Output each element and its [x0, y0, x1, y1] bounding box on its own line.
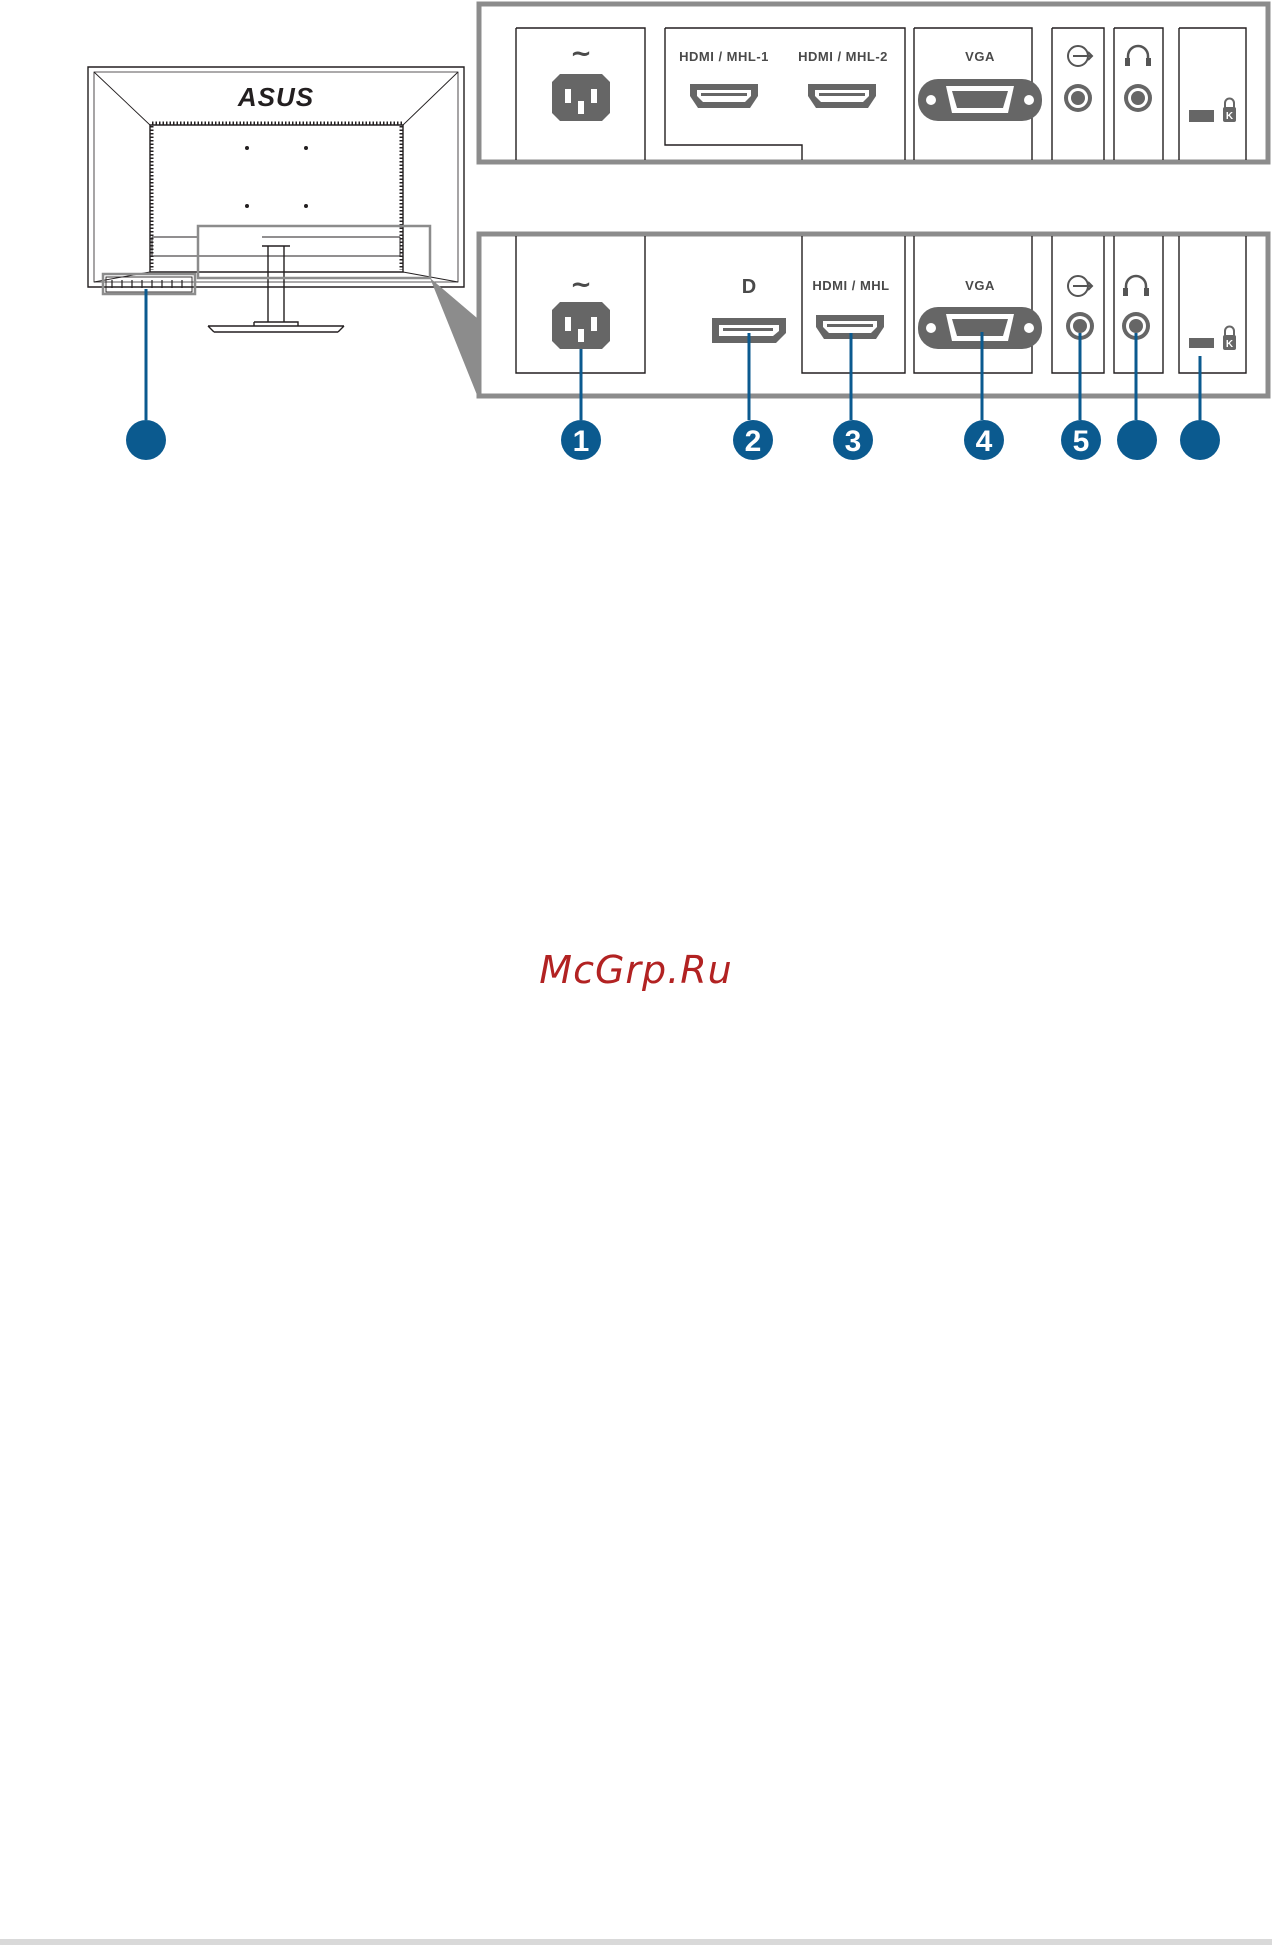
callout-0 — [126, 420, 166, 460]
audio-in-icon-top — [1068, 46, 1092, 66]
vga-port-top — [918, 79, 1042, 121]
callout-number: 1 — [573, 425, 590, 458]
page-bottom-rule — [0, 1939, 1272, 1945]
earphone-jack-top — [1124, 84, 1152, 112]
hdmi-mhl-1-label: HDMI / MHL-1 — [679, 49, 769, 64]
ac-power-port-top — [552, 74, 610, 121]
vga-label-bottom: VGA — [965, 278, 995, 293]
vga-port-bottom — [918, 307, 1042, 349]
displayport-logo: D — [742, 276, 756, 298]
hdmi-mhl-2-label: HDMI / MHL-2 — [798, 49, 888, 64]
callout-3: 3 — [833, 420, 873, 460]
ac-power-label-top: ~ — [570, 39, 592, 69]
callout-5: 5 — [1061, 420, 1101, 460]
audio-in-jack-top — [1064, 84, 1092, 112]
callout-circle — [1117, 420, 1157, 460]
vga-label-top: VGA — [965, 49, 995, 64]
mount-holes — [245, 146, 308, 208]
hdmi-mhl-label: HDMI / MHL — [812, 278, 889, 293]
kensington-lock-bottom: K — [1189, 327, 1236, 351]
callout-number: 4 — [976, 425, 993, 458]
hdmi-mhl-2-port — [808, 84, 876, 108]
connector-diagram: ASUS ~ HDMI / MHL-1 HDMI / MHL-2 — [0, 0, 1272, 470]
callout-number: 2 — [745, 425, 762, 458]
callout-leaders — [146, 289, 1200, 420]
svg-text:K: K — [1226, 339, 1234, 350]
asus-logo: ASUS — [237, 82, 314, 112]
callout-number: 5 — [1073, 425, 1090, 458]
ac-power-port-bottom — [552, 302, 610, 349]
headphone-icon-top — [1125, 46, 1151, 66]
callout-circle — [1180, 420, 1220, 460]
callout-7 — [1180, 420, 1220, 460]
zoom-connector — [430, 278, 477, 395]
svg-text:K: K — [1226, 111, 1234, 122]
stand-icon — [208, 246, 344, 332]
ac-power-label-bottom: ~ — [570, 270, 592, 300]
watermark: McGrp.Ru — [0, 948, 1272, 992]
callout-circle — [126, 420, 166, 460]
headphone-icon-bottom — [1123, 276, 1149, 296]
kensington-lock-top: K — [1189, 99, 1236, 123]
audio-in-icon-bottom — [1068, 276, 1092, 296]
callout-number: 3 — [845, 425, 862, 458]
callout-4: 4 — [964, 420, 1004, 460]
callout-6 — [1117, 420, 1157, 460]
monitor-back-panel — [150, 125, 403, 272]
io-highlight-box — [198, 226, 430, 278]
callout-2: 2 — [733, 420, 773, 460]
callout-1: 1 — [561, 420, 601, 460]
hdmi-mhl-1-port — [690, 84, 758, 108]
control-buttons-icon — [106, 277, 192, 292]
